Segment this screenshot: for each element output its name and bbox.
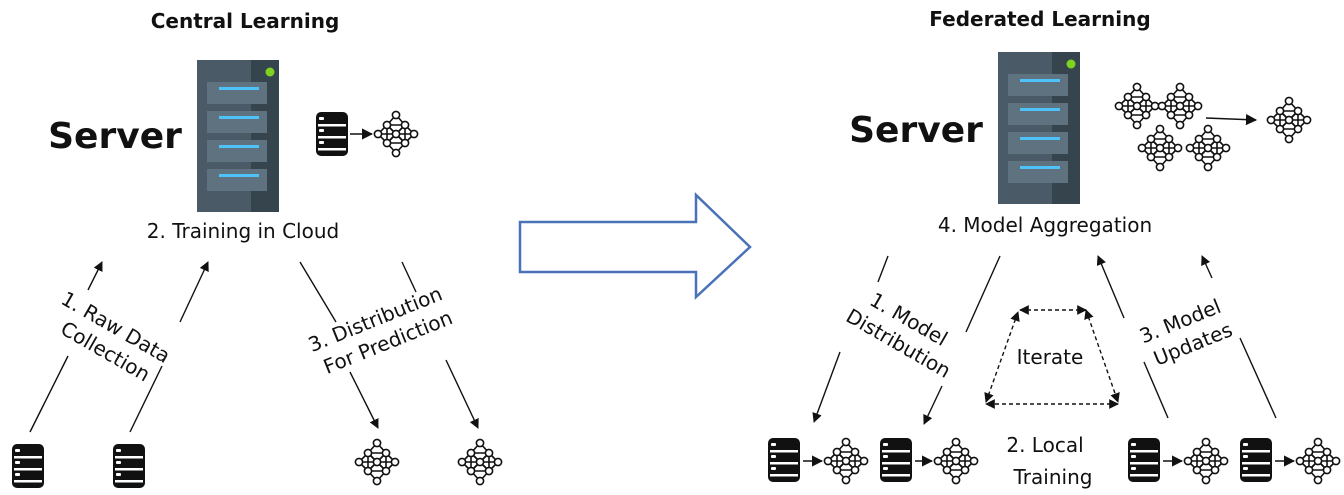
federated-title: Federated Learning [929, 7, 1150, 31]
neural-network-icon [1185, 124, 1231, 172]
neural-network-icon [373, 110, 419, 158]
central-server-label: Server [48, 116, 182, 157]
central-learning-panel: Central Learning Server 2. Training in C… [12, 9, 503, 488]
database-icon [1128, 438, 1160, 482]
central-title: Central Learning [151, 9, 340, 33]
neural-network-icon [1295, 437, 1341, 485]
iterate-left-arrow [984, 311, 1020, 403]
neural-network-icon [1157, 82, 1203, 130]
distribute-arrow [812, 351, 841, 423]
distribute-arrow [349, 371, 379, 429]
central-step2-label: 2. Training in Cloud [147, 219, 339, 243]
database-icon [316, 112, 348, 156]
database-icon [1240, 438, 1272, 482]
federated-step2-line2: Training [1013, 465, 1093, 489]
update-arrow [1201, 255, 1213, 279]
update-line [1143, 361, 1169, 419]
neural-network-icon [1137, 124, 1183, 172]
distribute-line [401, 261, 417, 293]
distribute-arrow [923, 385, 943, 425]
distribute-line [299, 261, 337, 323]
distribute-line [877, 255, 889, 283]
upload-arrow [87, 261, 103, 291]
upload-arrow [179, 261, 209, 323]
big-right-arrow-icon [518, 192, 752, 300]
neural-network-icon [457, 438, 503, 486]
server-rack-icon [998, 52, 1080, 204]
iterate-right-arrow [1084, 309, 1120, 403]
database-icon [12, 444, 44, 488]
update-arrow [1096, 255, 1125, 319]
database-icon [768, 438, 800, 482]
central-step1-label: 1. Raw Data Collection [44, 286, 180, 393]
upload-line [29, 355, 69, 433]
neural-network-icon [354, 438, 400, 486]
federated-step3-label: 3. Model Updates [1136, 292, 1240, 373]
update-line [1239, 337, 1277, 419]
federated-step2-line1: 2. Local [1006, 433, 1083, 457]
database-icon [113, 444, 145, 488]
federated-learning-panel: Federated Learning Server 4. Model Aggre… [768, 7, 1341, 489]
neural-network-icon [1114, 82, 1160, 130]
neural-network-icon [823, 437, 869, 485]
federated-step1-label: 1. Model Distribution [842, 281, 968, 383]
database-icon [880, 438, 912, 482]
server-rack-icon [197, 60, 279, 212]
neural-network-icon [1183, 437, 1229, 485]
distribute-arrow [445, 359, 479, 429]
iterate-label: Iterate [1017, 345, 1084, 369]
neural-network-icon [1266, 96, 1312, 144]
federated-step4-label: 4. Model Aggregation [938, 213, 1152, 237]
central-step3-label: 3. Distribution For Prediction [305, 279, 461, 381]
aggregation-arrow [1205, 114, 1258, 126]
federated-server-label: Server [849, 110, 983, 151]
neural-network-icon [933, 437, 979, 485]
distribute-line [965, 255, 1001, 333]
upload-line [129, 365, 163, 433]
